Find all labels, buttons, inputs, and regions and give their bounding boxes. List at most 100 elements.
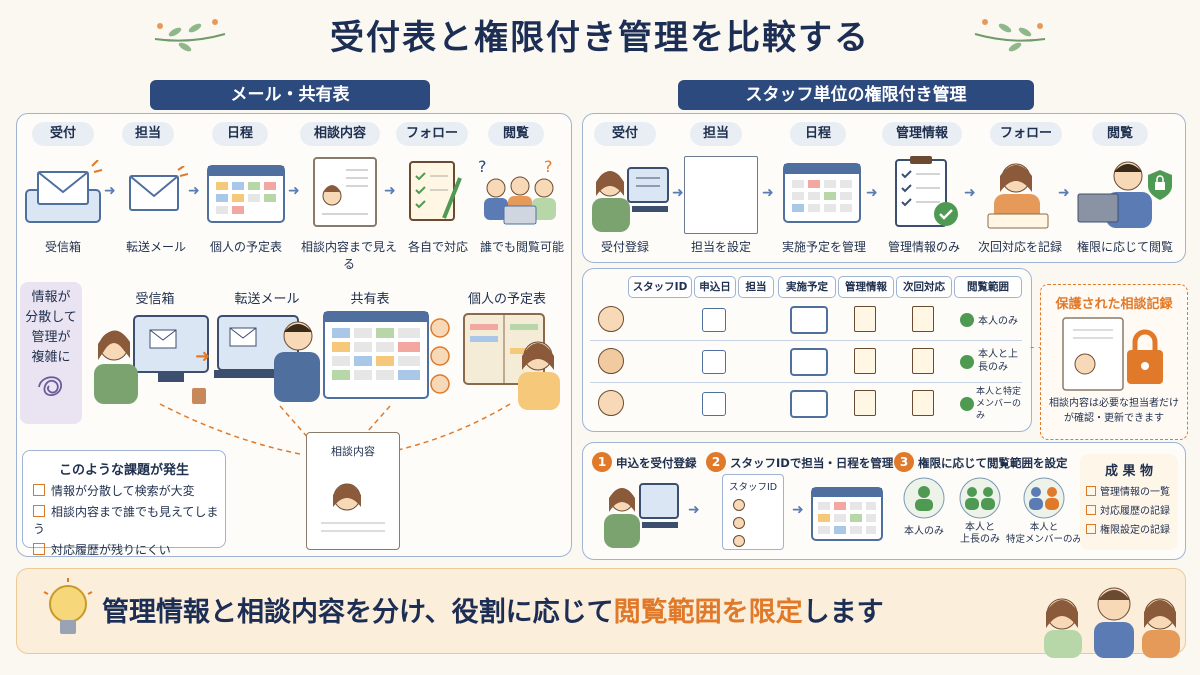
results-box: 成 果 物 管理情報の一覧 対応履歴の記録 権限設定の記録 xyxy=(1080,454,1178,550)
assignee-blank-card xyxy=(684,156,758,234)
table-row xyxy=(590,300,1022,341)
clipboard-icon xyxy=(854,390,876,416)
flow-step-manage: スタッフIDで担当・日程を管理 xyxy=(730,456,894,470)
personal-calendar-icon xyxy=(207,165,285,223)
leaf-decoration-right-icon xyxy=(974,19,1046,52)
mini-calendar-icon xyxy=(702,392,726,416)
clipboard-icon xyxy=(854,348,876,374)
right-banner: スタッフ単位の権限付き管理 xyxy=(678,80,1034,110)
checkbox-icon xyxy=(33,484,45,496)
checkbox-icon xyxy=(33,543,45,555)
person-with-planner-icon xyxy=(463,313,560,410)
left-caption-consultation-visible: 相談内容まで見える xyxy=(300,240,397,271)
locked-document-icon xyxy=(1062,317,1163,391)
flow-step-permission: 権限に応じて閲覧範囲を設定 xyxy=(918,456,1068,470)
checklist-pen-icon xyxy=(409,161,462,221)
arrow-icon: ➜ xyxy=(688,502,700,518)
schedule-mini-icon xyxy=(790,306,828,334)
issue-text: 情報が分散して検索が大変 xyxy=(51,484,195,498)
result-item: 管理情報の一覧 xyxy=(1086,483,1178,498)
scope-self-and-boss: 本人と上長のみ xyxy=(978,349,1018,373)
scene-label-shared-table: 共有表 xyxy=(350,292,390,307)
id-avatar-icon xyxy=(733,499,745,511)
id-avatar-icon xyxy=(733,535,745,547)
svg-text:?: ? xyxy=(478,157,487,176)
staff-avatar-icon xyxy=(598,306,624,332)
arrow-icon: ➜ xyxy=(762,185,774,201)
flow-scope-self-boss: 本人と 上長のみ xyxy=(960,522,1000,545)
footer-text-highlight: 閲覧範囲を限定 xyxy=(613,597,803,628)
table-header-assignee: 担当 xyxy=(738,276,774,298)
right-step-assignee: 担当 xyxy=(690,122,742,146)
permission-groups-icon xyxy=(903,477,1065,519)
left-step-follow: フォロー xyxy=(396,122,468,146)
management-checklist-icon xyxy=(895,156,958,227)
flow-scope-self: 本人のみ xyxy=(904,526,944,537)
step-number-badge: 3 xyxy=(894,452,914,472)
consultation-sheet-icon xyxy=(313,157,377,227)
forward-mail-icon xyxy=(129,166,188,211)
table-header-date: 申込日 xyxy=(694,276,736,298)
side-note-line: 管理が xyxy=(31,330,71,345)
shared-table-screen-icon xyxy=(323,311,450,399)
table-header-next: 次回対応 xyxy=(896,276,952,298)
issue-item: 情報が分散して検索が大変 xyxy=(33,482,225,499)
schedule-mini-icon xyxy=(790,348,828,376)
issue-text: 対応履歴が残りにくい xyxy=(51,543,171,557)
mini-calendar-icon xyxy=(702,308,726,332)
arrow-icon: ➜ xyxy=(104,183,116,199)
clipboard-icon xyxy=(854,306,876,332)
mini-calendar-icon xyxy=(702,350,726,374)
person-at-terminal-icon xyxy=(604,483,679,548)
schedule-calendar-icon xyxy=(783,163,861,223)
left-caption-forward: 転送メール xyxy=(125,240,186,254)
footer-message: 管理情報と相談内容を分け、役割に応じて閲覧範囲を限定します xyxy=(102,590,884,629)
team-people-icon xyxy=(1044,587,1180,658)
table-header-schedule: 実施予定 xyxy=(778,276,836,298)
scene-label-personal-calendar: 個人の予定表 xyxy=(467,292,546,307)
person-writing-icon xyxy=(987,163,1049,229)
checkbox-icon xyxy=(33,505,45,517)
left-step-schedule: 日程 xyxy=(212,122,268,146)
staff-avatar-icon xyxy=(598,348,624,374)
protected-title: 保護された相談記録 xyxy=(1055,297,1173,312)
arrow-icon: ➜ xyxy=(384,183,396,199)
right-step-reception: 受付 xyxy=(594,122,656,146)
arrow-icon: ➜ xyxy=(672,185,684,201)
footer-text-main: 管理情報と相談内容を分け、役割に応じて xyxy=(102,597,614,628)
left-caption-inbox: 受信箱 xyxy=(44,240,81,254)
arrow-icon: ➜ xyxy=(964,185,976,201)
leaf-decoration-left-icon xyxy=(154,19,226,52)
table-row xyxy=(590,342,1022,383)
arrow-icon: ➜ xyxy=(288,183,300,199)
scene-label-forward: 転送メール xyxy=(234,292,300,307)
person-scope-icon xyxy=(960,313,974,327)
side-note-line: 情報が xyxy=(31,290,71,305)
scope-self-only: 本人のみ xyxy=(978,316,1018,327)
issues-box: このような課題が発生 情報が分散して検索が大変 相談内容まで誰でも見えてしまう … xyxy=(22,450,226,557)
right-caption-schedule: 実施予定を管理 xyxy=(781,240,866,254)
schedule-mini-icon xyxy=(790,390,828,418)
protected-note: 相談内容は必要な担当者だけが確認・更新できます xyxy=(1049,398,1179,424)
inbox-tray-icon xyxy=(25,160,103,223)
arrow-icon: ➜ xyxy=(792,502,804,518)
scope-self-and-members: 本人と特定メンバーのみ xyxy=(976,387,1022,421)
arrow-icon: ➜ xyxy=(1058,185,1070,201)
issue-item: 対応履歴が残りにくい xyxy=(33,541,225,558)
left-step-consultation: 相談内容 xyxy=(300,122,380,146)
right-step-follow: フォロー xyxy=(990,122,1062,146)
side-note-line: 複雑に xyxy=(31,350,71,365)
table-header-management: 管理情報 xyxy=(838,276,894,298)
result-text: 権限設定の記録 xyxy=(1100,525,1170,536)
person-forwarding-icon xyxy=(214,315,320,402)
footer-text-end: します xyxy=(802,597,884,628)
page-title: 受付表と権限付き管理を比較する xyxy=(330,18,870,58)
checkbox-icon xyxy=(1086,505,1096,515)
notepad-icon xyxy=(912,306,934,332)
person-at-computer-icon xyxy=(94,315,209,404)
table-header-staff-id: スタッフID xyxy=(628,276,692,298)
right-caption-register: 受付登録 xyxy=(600,240,649,254)
lightbulb-icon xyxy=(43,578,93,634)
right-step-view: 閲覧 xyxy=(1092,122,1148,146)
result-text: 対応履歴の記録 xyxy=(1100,506,1170,517)
